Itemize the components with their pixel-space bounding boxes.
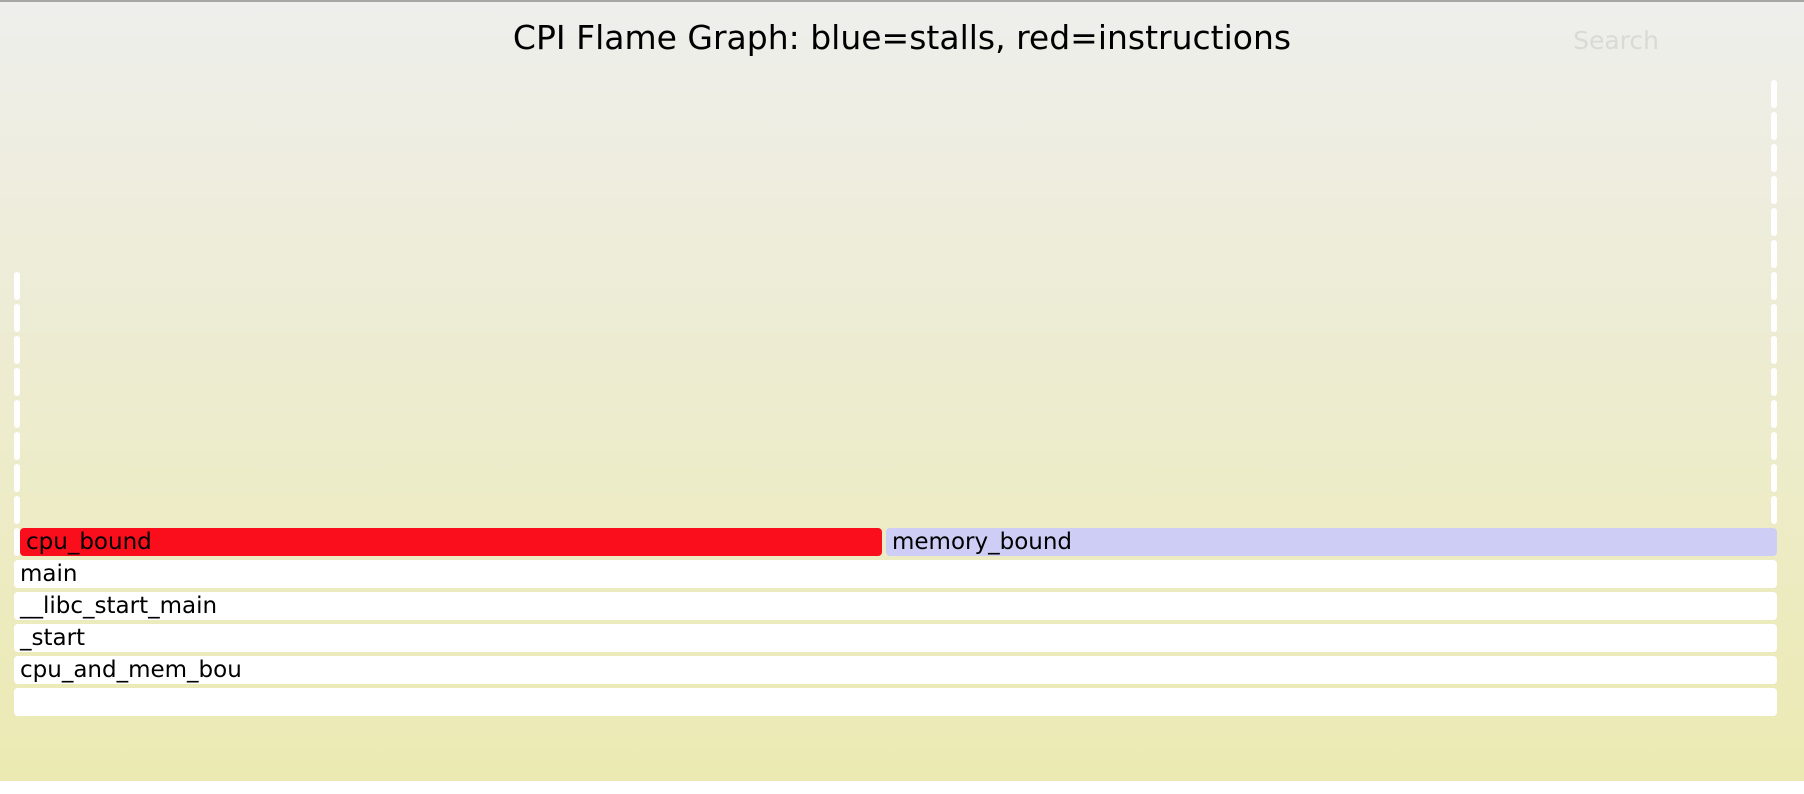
frame-unlabeled-narrow[interactable] <box>14 432 20 460</box>
frame-unlabeled-narrow[interactable] <box>1771 80 1777 108</box>
frame-label: _start <box>20 625 86 651</box>
frame-unlabeled-narrow[interactable] <box>1771 496 1777 524</box>
frame-unlabeled-narrow[interactable] <box>1771 432 1777 460</box>
frame-unlabeled-narrow[interactable] <box>14 464 20 492</box>
frame-label: __libc_start_main <box>20 593 218 619</box>
frame-unlabeled-narrow[interactable] <box>1771 400 1777 428</box>
search-button[interactable]: Search <box>1573 26 1659 55</box>
frame-unlabeled-narrow[interactable] <box>14 272 20 300</box>
frame-label: memory_bound <box>892 529 1073 555</box>
frame-unlabeled-narrow[interactable] <box>14 368 20 396</box>
frame-label: main <box>20 561 78 587</box>
frame-unlabeled-narrow[interactable] <box>1771 336 1777 364</box>
frame-unlabeled-narrow[interactable] <box>1771 144 1777 172</box>
frame-unlabeled-narrow[interactable] <box>14 528 20 556</box>
frame-unlabeled-narrow[interactable] <box>1771 176 1777 204</box>
frame-cpu_and_mem_bou[interactable]: cpu_and_mem_bou <box>14 656 1777 684</box>
frame-unlabeled-narrow[interactable] <box>1771 464 1777 492</box>
frame-_start[interactable]: _start <box>14 624 1777 652</box>
page-title: CPI Flame Graph: blue=stalls, red=instru… <box>512 18 1292 57</box>
frame-label: cpu_and_mem_bou <box>20 657 242 683</box>
frame-unlabeled-narrow[interactable] <box>14 336 20 364</box>
frame-unlabeled-narrow[interactable] <box>14 304 20 332</box>
frame-unlabeled-narrow[interactable] <box>1771 208 1777 236</box>
frame-unlabeled-narrow[interactable] <box>14 400 20 428</box>
frame-memory_bound[interactable]: memory_bound <box>886 528 1777 556</box>
frame-unlabeled-narrow[interactable] <box>1771 112 1777 140</box>
frame-__libc_start_main[interactable]: __libc_start_main <box>14 592 1777 620</box>
frame-main[interactable]: main <box>14 560 1777 588</box>
frame-root[interactable] <box>14 688 1777 716</box>
frame-unlabeled-narrow[interactable] <box>14 496 20 524</box>
frame-unlabeled-narrow[interactable] <box>1771 368 1777 396</box>
frame-unlabeled-narrow[interactable] <box>1771 240 1777 268</box>
frame-cpu_bound[interactable]: cpu_bound <box>20 528 882 556</box>
frame-label: cpu_bound <box>26 529 152 555</box>
frame-unlabeled-narrow[interactable] <box>1771 304 1777 332</box>
frame-unlabeled-narrow[interactable] <box>1771 272 1777 300</box>
